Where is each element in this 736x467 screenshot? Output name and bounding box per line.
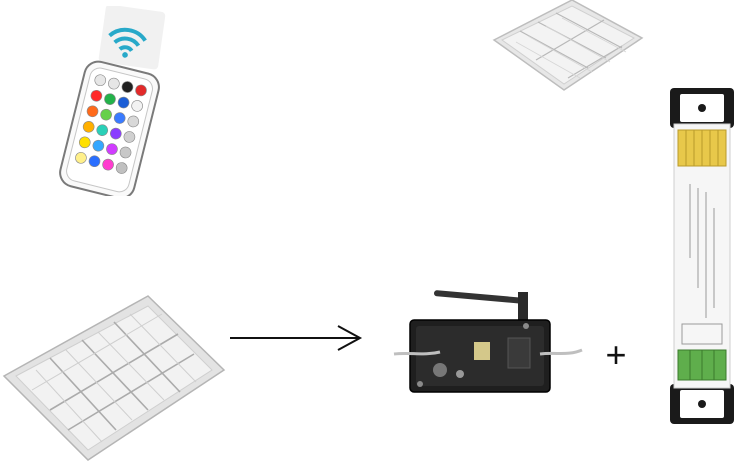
plus-sign: + <box>596 330 636 380</box>
flow-arrow <box>226 320 366 360</box>
wifi-icon <box>98 6 165 70</box>
wireless-receiver-box <box>390 280 590 400</box>
din-rail-controller-module <box>668 88 736 424</box>
rgb-remote-control <box>40 6 180 196</box>
ceiling-light-panel-top <box>488 0 648 92</box>
ceiling-light-panel-bottom <box>0 292 228 462</box>
